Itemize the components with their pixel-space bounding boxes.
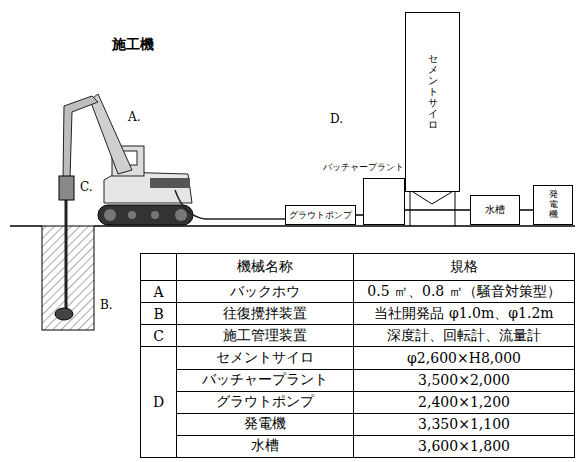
table-cell: φ2,600×H8,000 bbox=[354, 347, 575, 369]
equipment-box: グラウトポンプ bbox=[285, 205, 356, 225]
table-row: C 施工管理装置 深度計、回転計、流量計 bbox=[141, 325, 575, 347]
table-text: 施工管理装置 bbox=[223, 327, 307, 343]
pipe-line bbox=[405, 209, 470, 211]
table-text: 当社開発品 φ1.0m、φ1.2m bbox=[374, 305, 553, 321]
table-text: 3,600×1,800 bbox=[418, 438, 510, 454]
table-cell: B bbox=[141, 303, 177, 325]
table-cell: バッチャープラント bbox=[177, 369, 354, 391]
equipment-label: 水槽 bbox=[485, 204, 505, 216]
table-row: A バックホウ 0.5 ㎡、0.8 ㎡（騒音対策型） bbox=[141, 281, 575, 303]
table-text: C bbox=[153, 328, 164, 344]
table-text: 往復攪拌装置 bbox=[223, 305, 307, 321]
table-cell: 往復攪拌装置 bbox=[177, 303, 354, 325]
table-cell: 水槽 bbox=[177, 435, 354, 457]
table-cell: A bbox=[141, 281, 177, 303]
callout-letter: B. bbox=[100, 298, 113, 312]
equipment-box: セメントサイロ bbox=[405, 12, 460, 192]
table-cell: 0.5 ㎡、0.8 ㎡（騒音対策型） bbox=[354, 281, 575, 303]
table-text: セメントサイロ bbox=[216, 349, 314, 365]
table-row: 機械名称 規格 bbox=[141, 254, 575, 281]
callout-letter: C. bbox=[80, 180, 93, 194]
table-text: 水槽 bbox=[251, 437, 279, 453]
table-cell: 3,600×1,800 bbox=[354, 435, 575, 457]
equipment-box: バッチャープラント bbox=[363, 178, 405, 225]
table-row: 発電機 3,350×1,100 bbox=[141, 413, 575, 435]
equipment-label: バッチャープラント bbox=[323, 161, 404, 174]
callout-letter: D. bbox=[330, 112, 343, 126]
table-text: バッチャープラント bbox=[202, 371, 328, 387]
table-text: A bbox=[154, 284, 164, 300]
equipment-label: グラウトポンプ bbox=[289, 210, 352, 221]
table-row: 水槽 3,600×1,800 bbox=[141, 435, 575, 457]
table-text: D bbox=[153, 394, 164, 410]
table-cell: 発電機 bbox=[177, 413, 354, 435]
table-text: φ2,600×H8,000 bbox=[407, 350, 521, 366]
table-row: バッチャープラント 3,500×2,000 bbox=[141, 369, 575, 391]
table-cell: 2,400×1,200 bbox=[354, 391, 575, 413]
table-text: 2,400×1,200 bbox=[418, 394, 510, 410]
table-text: バックホウ bbox=[230, 283, 300, 299]
table-text: B bbox=[154, 306, 164, 322]
table-cell: C bbox=[141, 325, 177, 347]
table-cell: グラウトポンプ bbox=[177, 391, 354, 413]
table-cell: バックホウ bbox=[177, 281, 354, 303]
pipe-line bbox=[520, 209, 533, 211]
table-cell: D bbox=[141, 347, 177, 458]
equipment-label: 発電機 bbox=[549, 190, 558, 220]
table-text: 発電機 bbox=[244, 415, 286, 431]
equipment-box: 発電機 bbox=[533, 185, 573, 225]
table-text: 規格 bbox=[450, 258, 478, 274]
table-cell: セメントサイロ bbox=[177, 347, 354, 369]
table-cell: 当社開発品 φ1.0m、φ1.2m bbox=[354, 303, 575, 325]
equipment-label: セメントサイロ bbox=[428, 53, 438, 130]
table-text: 3,350×1,100 bbox=[418, 416, 510, 432]
equipment-box: 水槽 bbox=[470, 195, 520, 225]
table-text: 3,500×2,000 bbox=[418, 372, 510, 388]
table-cell: 施工管理装置 bbox=[177, 325, 354, 347]
pipe-line bbox=[356, 214, 363, 216]
table-cell: 機械名称 bbox=[177, 254, 354, 281]
table-cell: 3,500×2,000 bbox=[354, 369, 575, 391]
table-cell: 3,350×1,100 bbox=[354, 413, 575, 435]
table-text: 0.5 ㎡、0.8 ㎡（騒音対策型） bbox=[367, 283, 560, 299]
table-row: B 往復攪拌装置 当社開発品 φ1.0m、φ1.2m bbox=[141, 303, 575, 325]
table-row: Dセメントサイロφ2,600×H8,000 bbox=[141, 347, 575, 369]
table-text: 機械名称 bbox=[237, 258, 293, 274]
callout-letter: A. bbox=[128, 110, 140, 124]
table-row: グラウトポンプ 2,400×1,200 bbox=[141, 391, 575, 413]
table-text: グラウトポンプ bbox=[216, 393, 314, 409]
table-cell bbox=[141, 254, 177, 281]
table-cell: 深度計、回転計、流量計 bbox=[354, 325, 575, 347]
table-text: 深度計、回転計、流量計 bbox=[387, 327, 541, 343]
table-cell: 規格 bbox=[354, 254, 575, 281]
diagram-title: 施工機 bbox=[112, 36, 154, 54]
spec-table: 機械名称 規格 A バックホウ 0.5 ㎡、0.8 ㎡（騒音対策型） B 往復攪拌装置 当社開… bbox=[140, 253, 575, 458]
